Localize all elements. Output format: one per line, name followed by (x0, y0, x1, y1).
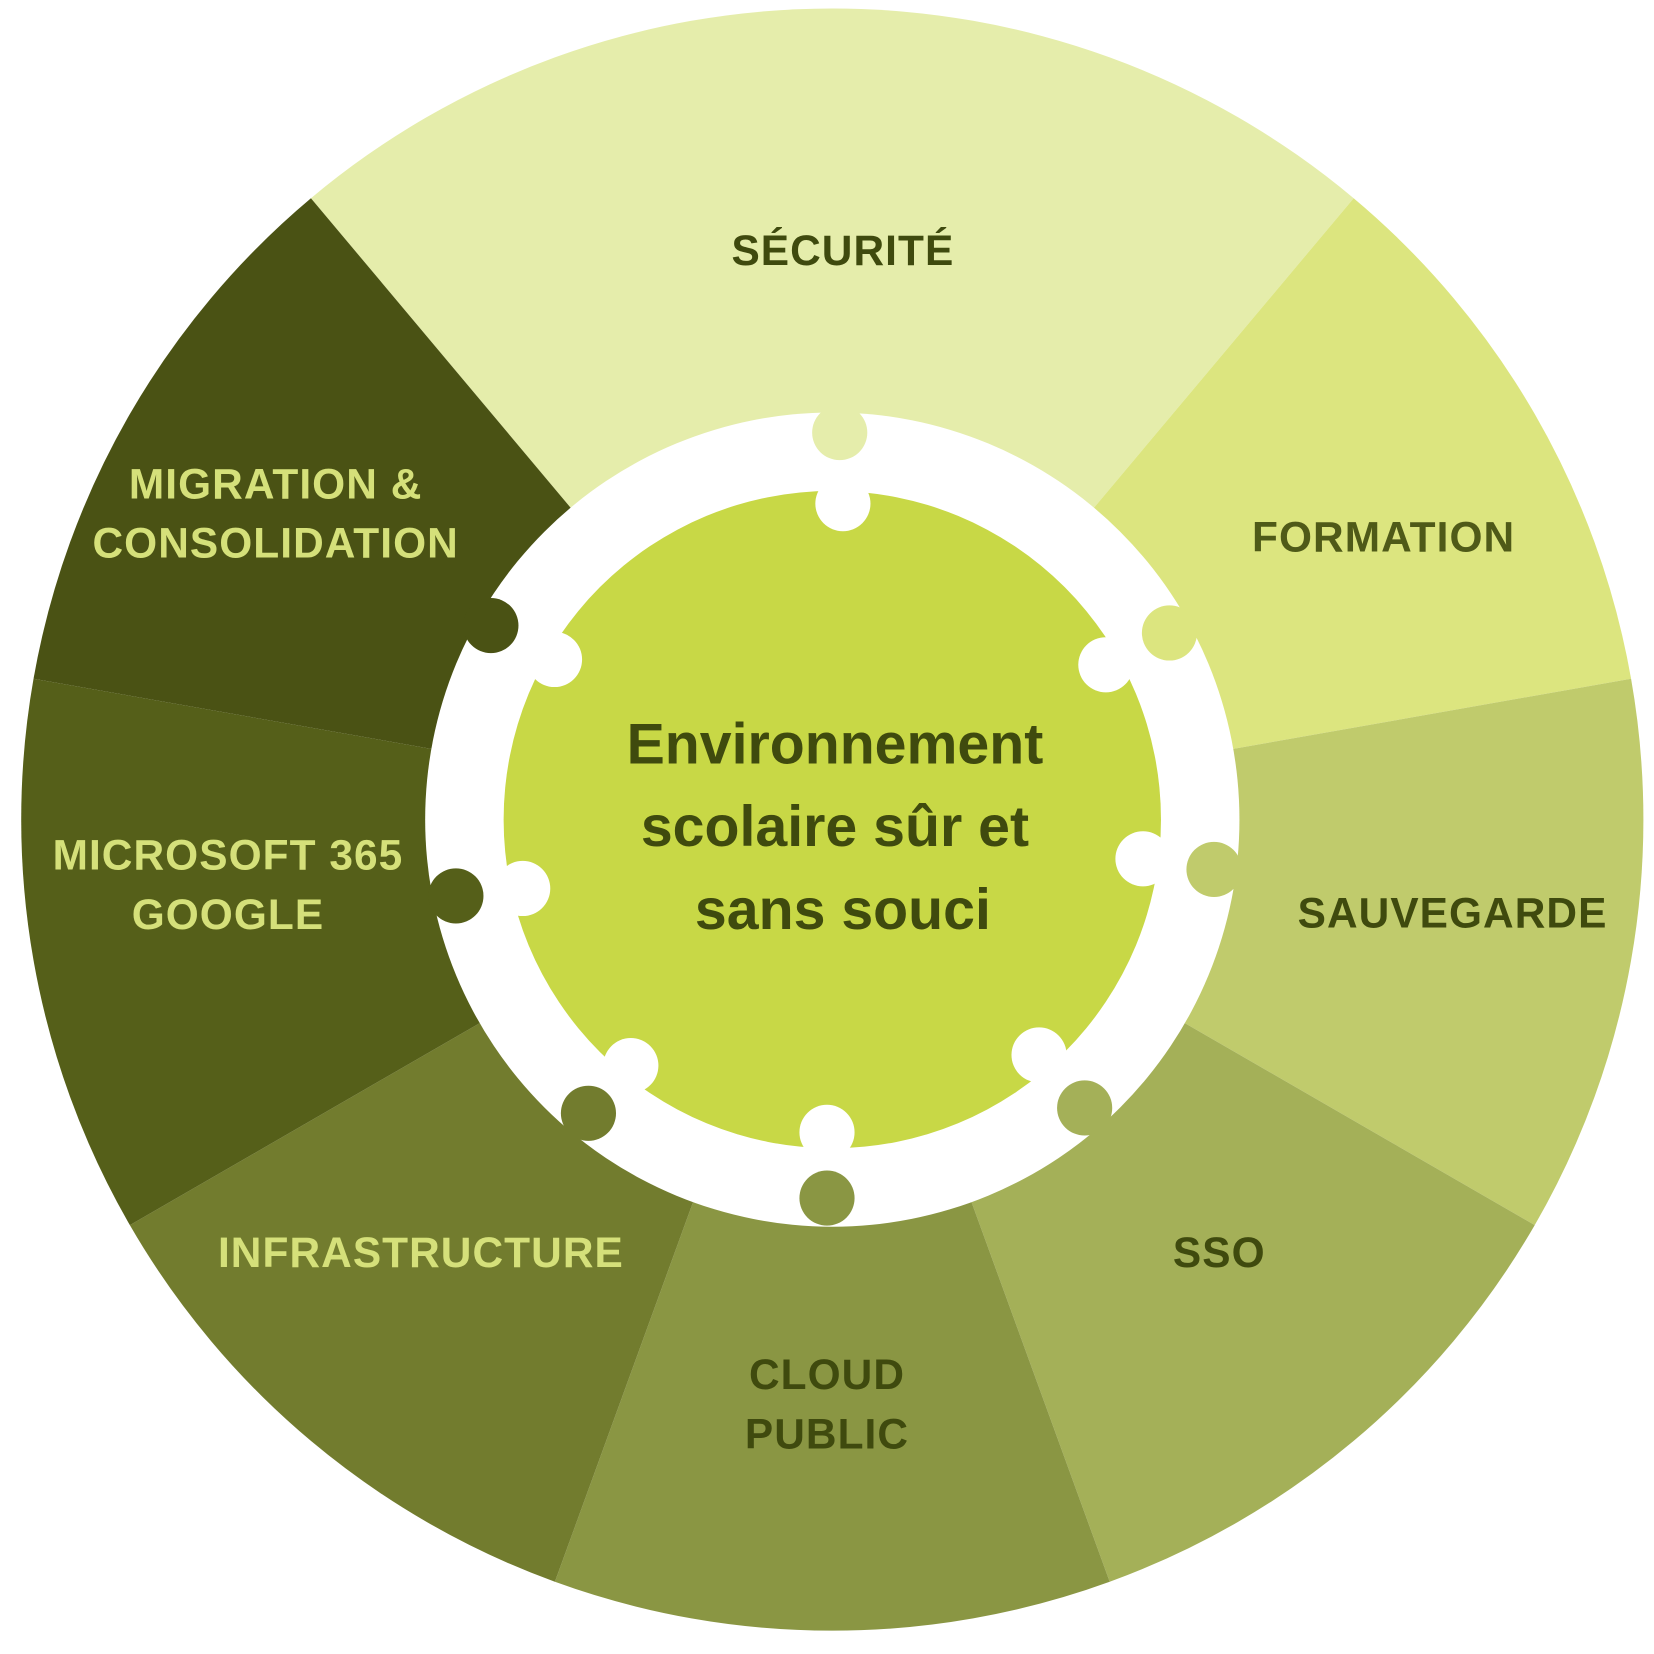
segment-label-securite: SÉCURITÉ (731, 227, 954, 274)
segment-label-line: PUBLIC (745, 1410, 909, 1457)
segment-label-sso: SSO (1173, 1229, 1266, 1276)
puzzle-notch (526, 631, 583, 688)
segment-label-formation: FORMATION (1252, 513, 1515, 560)
puzzle-nubs (428, 405, 1242, 1226)
segment-label-line: SSO (1173, 1229, 1266, 1276)
segment-label-line: INFRASTRUCTURE (218, 1229, 624, 1276)
segment-label-line: GOOGLE (132, 891, 325, 938)
segment-label-line: CONSOLIDATION (92, 520, 458, 567)
center-circle (503, 490, 1161, 1149)
segment-label-sauvegarde: SAUVEGARDE (1298, 890, 1608, 937)
puzzle-notch (815, 476, 871, 532)
puzzle-notch (1011, 1027, 1067, 1083)
center-title-line: Environnement (627, 712, 1044, 776)
center-title-line: sans souci (695, 878, 991, 942)
center-title: Environnement scolaire sûr et sans souci (627, 712, 1060, 941)
segment-labels: SÉCURITÉ FORMATION SAUVEGARDE SSO CLOUD PUBLI… (53, 227, 1608, 1457)
puzzle-nub-securite (812, 405, 868, 461)
puzzle-nub-cloud-public (799, 1170, 855, 1226)
segment-label-line: SÉCURITÉ (731, 227, 954, 274)
puzzle-nub-microsoft-google (428, 868, 484, 924)
segment-label-line: MIGRATION & (129, 460, 423, 507)
puzzle-notch (1115, 831, 1171, 887)
puzzle-notch (603, 1037, 659, 1094)
puzzle-notch (799, 1104, 855, 1160)
puzzle-nub-sauvegarde (1186, 841, 1242, 897)
puzzle-notch (1078, 637, 1134, 693)
puzzle-notch (495, 860, 551, 917)
segment-label-migration: MIGRATION & CONSOLIDATION (92, 460, 458, 566)
inner-puzzle-nubs (495, 476, 1171, 1160)
puzzle-nub-formation (1141, 605, 1198, 661)
segment-label-line: CLOUD (749, 1351, 905, 1398)
puzzle-nub-migration (463, 597, 519, 654)
segment-label-infrastructure: INFRASTRUCTURE (218, 1229, 624, 1276)
segment-label-line: MICROSOFT 365 (53, 831, 404, 878)
center-title-line: scolaire sûr et (641, 795, 1029, 859)
puzzle-nub-infrastructure (560, 1085, 617, 1141)
puzzle-nub-sso (1057, 1080, 1113, 1136)
segment-label-cloud-public: CLOUD PUBLIC (745, 1351, 909, 1457)
segment-label-line: FORMATION (1252, 513, 1515, 560)
segment-label-line: SAUVEGARDE (1298, 890, 1608, 937)
